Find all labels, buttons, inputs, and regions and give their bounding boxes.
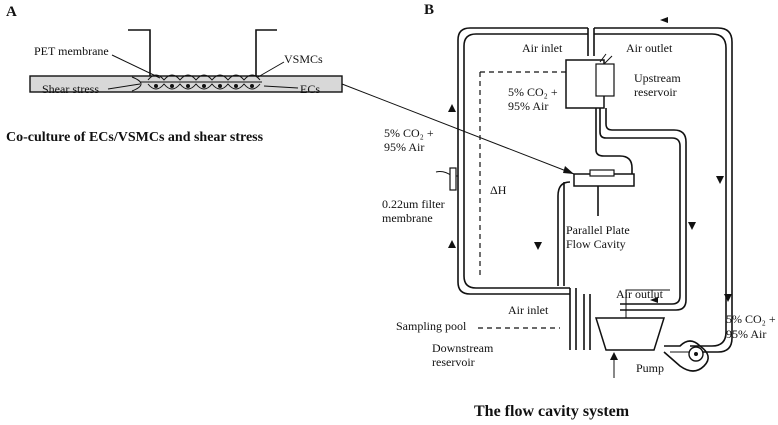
label-upstream-reservoir-1: Upstream [634,71,681,85]
label-cavity-1: Parallel Plate [566,223,630,237]
cavity-insert [589,169,615,177]
label-gas-mix-left-1: 5% CO₂ + [384,126,434,140]
label-upstream-reservoir-2: reservoir [634,85,677,99]
label-gas-mix-right-2: 95% Air [726,327,766,341]
ec-cell-layer [147,83,261,90]
reservoir-to-cavity-tube [605,108,687,311]
downstream-gas-inlet [625,289,670,318]
shear-flow-profile [131,76,142,92]
label-vsmcs: VSMCs [284,52,323,66]
label-filter-1: 0.22um filter [382,197,445,211]
up-arrowhead [610,352,618,360]
label-sampling-pool: Sampling pool [396,319,467,333]
pump-housing [663,340,709,372]
label-cavity-2: Flow Cavity [566,237,626,251]
delta-h-reference [479,71,568,276]
reservoir-to-cavity-tube-inner [599,108,681,305]
top-riser-tubes [587,28,595,56]
downstream-riser-tubes [569,288,591,350]
label-shear-stress: Shear stress [42,82,99,96]
right-inner-tube [594,33,727,347]
pointer-vsmcs [257,61,285,78]
flow-arrow-top-right [660,17,668,23]
downstream-reservoir [594,317,666,351]
panel-b: B [382,2,776,420]
panel-a-letter: A [6,4,17,20]
filter-membrane [449,167,457,191]
flow-arrow-right-bottom [724,294,732,302]
label-pump: Pump [636,361,664,375]
label-downstream-2: reservoir [432,355,475,369]
label-air-outlet-top: Air outlet [626,41,673,55]
pointer-pet-membrane [111,54,161,79]
label-downstream-1: Downstream [432,341,494,355]
panel-a: A PET membrane VSMCs Shear stress ECs Co… [6,4,343,145]
label-air-inlet-top: Air inlet [522,41,563,55]
reservoir-vent [599,53,613,65]
flow-arrow-left-loop [448,104,456,112]
flow-arrow-cavity [534,242,542,250]
left-outer-tube [457,27,588,295]
label-air-outlet-bottom: Air outlut [616,287,664,301]
panel-a-caption: Co-culture of ECs/VSMCs and shear stress [6,130,264,145]
cavity-return-tube [557,181,571,286]
panel-b-caption: The flow cavity system [474,403,630,420]
connector-arrowhead [563,166,574,174]
flow-arrow-left-mid [448,240,456,248]
label-gas-mix-right-1: 5% CO₂ + [726,312,776,326]
pointer-shear-stress [107,83,141,90]
right-outer-tube [594,27,733,353]
flow-arrow-return [650,297,658,303]
label-gas-mix-reservoir-2: 95% Air [508,99,548,113]
label-delta-h: ΔH [490,183,507,197]
label-gas-mix-reservoir-1: 5% CO₂ + [508,85,558,99]
label-air-inlet-bottom: Air inlet [508,303,549,317]
label-filter-2: membrane [382,211,433,225]
label-gas-mix-left-2: 95% Air [384,140,424,154]
label-pet-membrane: PET membrane [34,44,109,58]
culture-insert-walls [128,29,277,76]
pump-hub [694,352,698,356]
flow-arrow-right-mid [688,222,696,230]
pointer-ecs [263,85,299,89]
upstream-reservoir-cap [595,63,615,97]
cavity-feed-tube [595,108,633,182]
vsmc-cell-layer [147,74,261,81]
panel-b-letter: B [424,2,434,18]
flow-arrow-right-loop [716,176,724,184]
label-ecs: ECs [300,82,320,96]
left-inner-tube [463,33,588,289]
